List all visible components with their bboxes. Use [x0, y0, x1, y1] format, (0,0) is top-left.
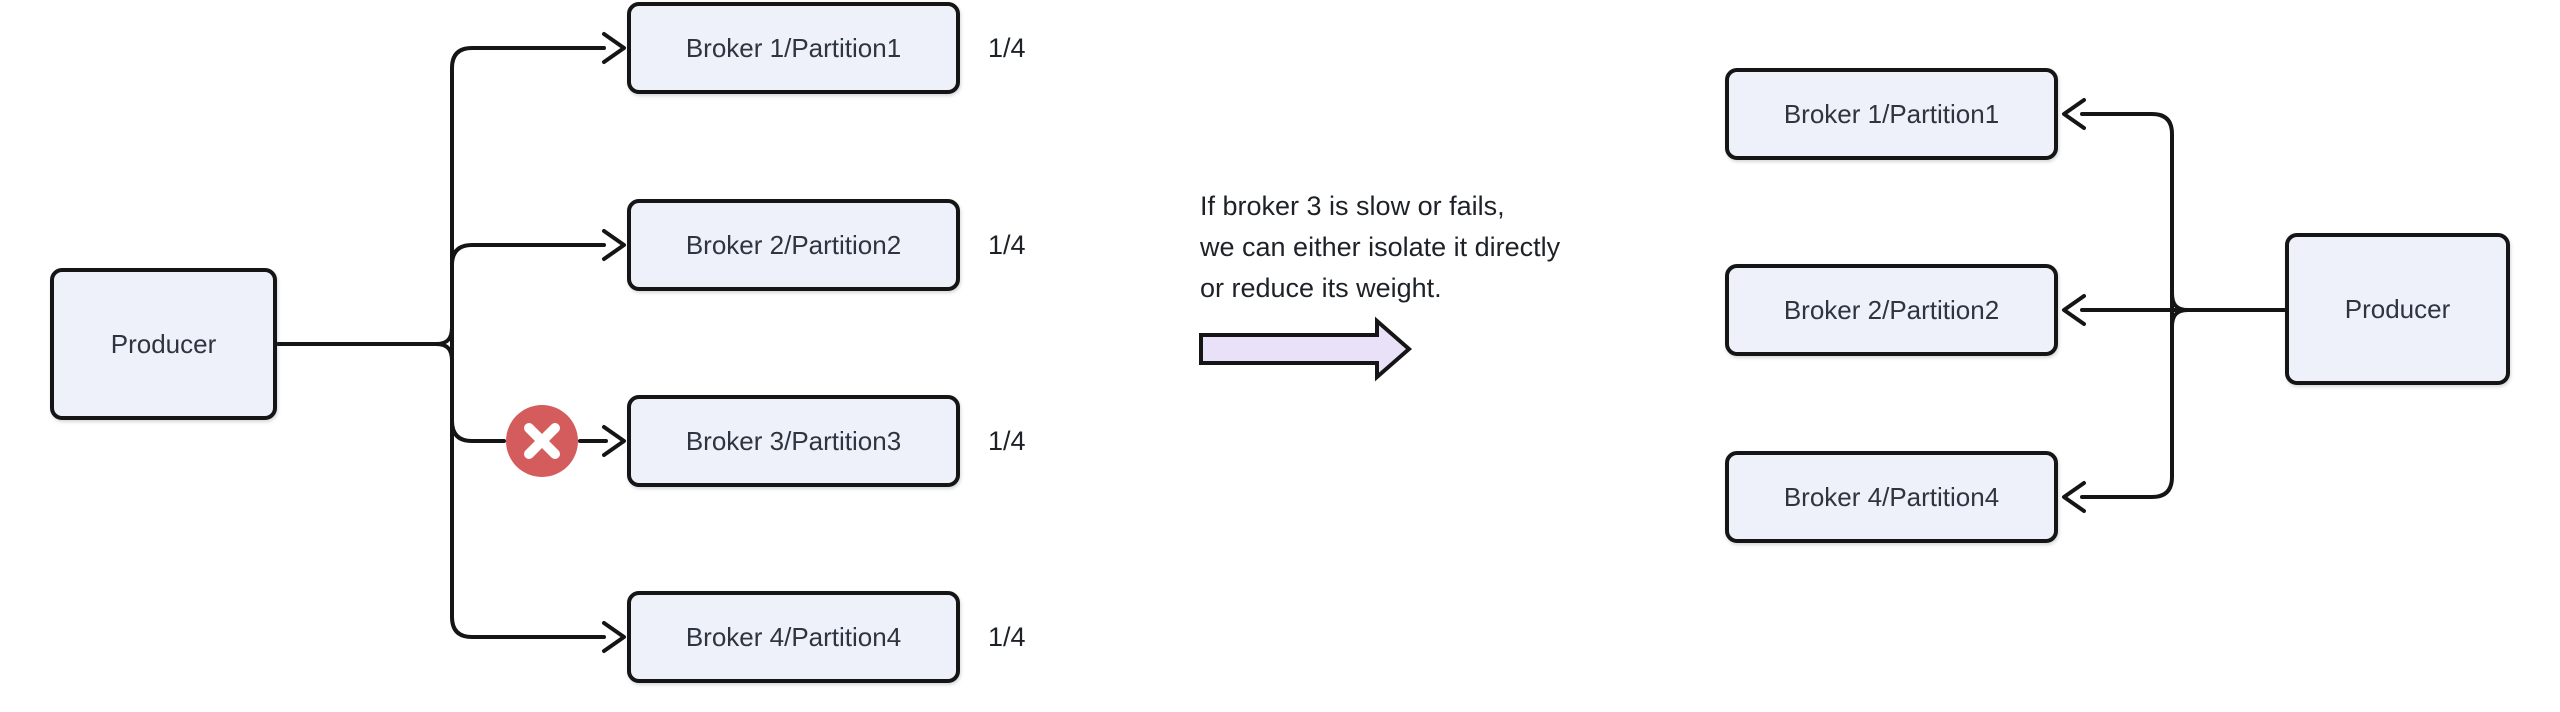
broker-node-left-2: Broker 2/Partition2	[627, 199, 960, 291]
transition-arrow	[1199, 316, 1413, 382]
weight-label-1: 1/4	[988, 32, 1026, 63]
broker-label: Broker 4/Partition4	[685, 621, 902, 652]
arrowhead-left-broker4	[602, 621, 626, 653]
broker-label: Broker 2/Partition2	[685, 229, 902, 260]
broker-label: Broker 4/Partition4	[1783, 481, 2000, 512]
broker-node-right-4: Broker 4/Partition4	[1725, 451, 2058, 543]
x-icon	[524, 423, 560, 459]
arrowhead-left-broker1	[602, 32, 626, 64]
arrowhead-left-broker3	[602, 425, 626, 457]
note-line-1: If broker 3 is slow or fails,	[1200, 191, 1505, 221]
broker-label: Broker 3/Partition3	[685, 425, 902, 456]
connector-left-flare-up	[434, 325, 454, 346]
connector-left-trunk	[450, 46, 606, 639]
producer-label-left: Producer	[110, 328, 217, 359]
note-text: If broker 3 is slow or fails, we can eit…	[1200, 186, 1560, 309]
broker-label: Broker 1/Partition1	[685, 32, 902, 63]
arrowhead-right-broker2	[2062, 294, 2086, 326]
connector-left-flare-down	[434, 342, 454, 363]
producer-label-right: Producer	[2344, 293, 2451, 324]
broker-node-left-3: Broker 3/Partition3	[627, 395, 960, 487]
connector-right-trunk	[2080, 112, 2174, 499]
arrowhead-left-broker2	[602, 229, 626, 261]
arrowhead-right-broker1	[2062, 98, 2086, 130]
broker-node-right-2: Broker 2/Partition2	[1725, 264, 2058, 356]
broker-node-right-1: Broker 1/Partition1	[1725, 68, 2058, 160]
connector-right-flare-up	[2170, 291, 2190, 312]
connector-right-flare-down	[2170, 308, 2190, 329]
producer-node-left: Producer	[50, 268, 277, 420]
connector-left-broker3-a	[450, 419, 506, 443]
note-line-3: or reduce its weight.	[1200, 273, 1442, 303]
broker-node-left-1: Broker 1/Partition1	[627, 2, 960, 94]
broker-label: Broker 1/Partition1	[1783, 98, 2000, 129]
producer-node-right: Producer	[2285, 233, 2510, 385]
weight-label-3: 1/4	[988, 425, 1026, 456]
weight-label-2: 1/4	[988, 229, 1026, 260]
broker-label: Broker 2/Partition2	[1783, 294, 2000, 325]
note-line-2: we can either isolate it directly	[1200, 232, 1561, 262]
failure-badge	[506, 405, 578, 477]
arrowhead-right-broker4	[2062, 481, 2086, 513]
connector-left-broker2	[450, 243, 606, 267]
weight-label-4: 1/4	[988, 621, 1026, 652]
broker-node-left-4: Broker 4/Partition4	[627, 591, 960, 683]
